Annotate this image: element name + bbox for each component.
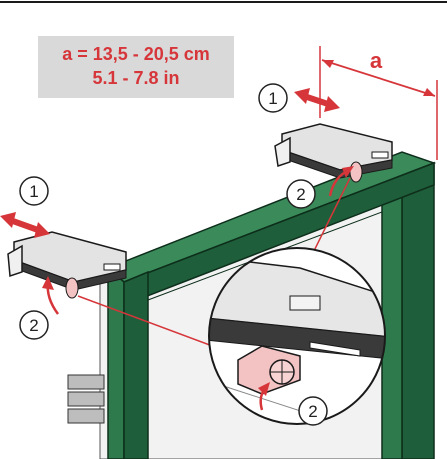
step-circle-top-right-rotate: 2 [286,179,316,209]
svg-text:2: 2 [296,185,305,204]
dimension-a-indicator [319,46,438,160]
left-bracket [7,231,127,299]
step-circle-left-move: 1 [19,176,49,206]
side-rail-brackets [67,374,105,424]
svg-text:1: 1 [29,182,38,201]
step-circle-top-right-move: 1 [258,83,288,113]
svg-text:2: 2 [29,316,38,335]
step-circle-detail-rotate: 2 [298,396,328,426]
svg-text:2: 2 [308,402,317,421]
top-right-bracket [274,123,393,183]
detail-magnifier [208,247,386,425]
dimension-range-box: a = 13,5 - 20,5 cm 5.1 - 7.8 in [38,36,234,98]
move-arrow-left [0,212,50,238]
dimension-range-imperial: 5.1 - 7.8 in [92,68,180,88]
dimension-label: a [370,48,383,73]
dimension-range-metric: a = 13,5 - 20,5 cm [62,44,210,64]
step-circle-left-rotate: 2 [19,310,49,340]
move-arrow-top-right [294,88,340,112]
svg-text:1: 1 [268,89,277,108]
